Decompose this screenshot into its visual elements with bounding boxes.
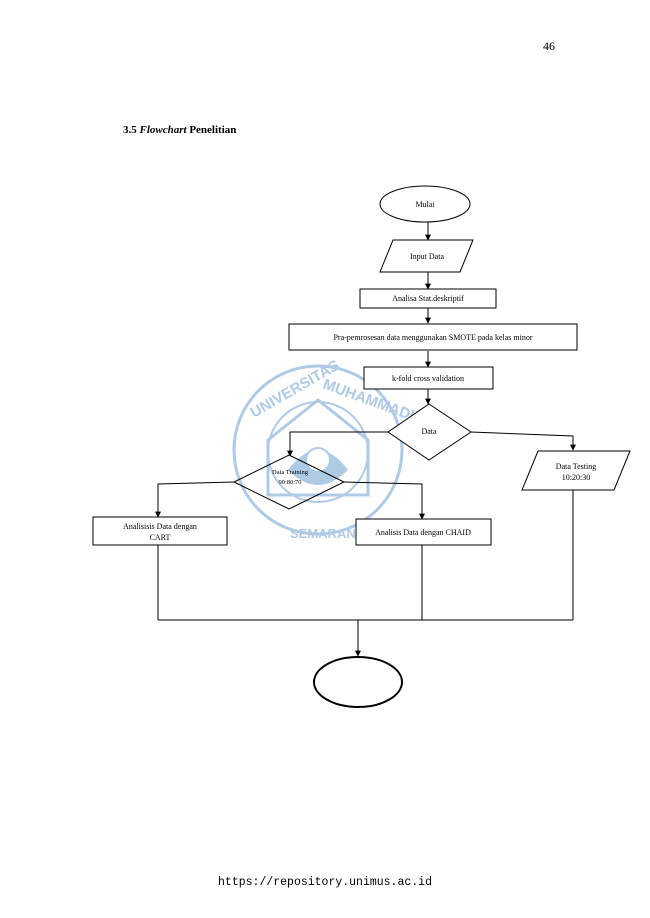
data-testing-parallelogram: Data Testing 10:20:30 [521, 450, 631, 491]
end-terminator [313, 656, 403, 708]
preprocess-box: Pra-pemrosesan data menggunakan SMOTE pa… [288, 323, 578, 351]
section-title-italic: Flowchart [139, 124, 187, 136]
data-decision-diamond: Data [387, 403, 472, 461]
section-number: 3.5 [123, 124, 137, 136]
kfold-box: k-fold cross validation [363, 366, 494, 390]
preprocess-label: Pra-pemrosesan data menggunakan SMOTE pa… [333, 333, 532, 342]
repository-url: https://repository.unimus.ac.id [218, 876, 432, 889]
chaid-analysis-box: Analisis Data dengan CHAID [355, 518, 492, 546]
data-training-diamond: Data Training 90:80:70 [232, 454, 346, 510]
kfold-label: k-fold cross validation [392, 374, 464, 383]
descriptive-label: Analisa Stat.deskriptif [392, 294, 464, 303]
data-decision-label: Data [421, 427, 437, 436]
training-label-line1: Data Training [272, 469, 309, 476]
cart-label-line1: Analisisis Data dengan [123, 522, 197, 531]
svg-text:SEMARANG: SEMARANG [290, 526, 366, 541]
testing-label-line1: Data Testing [556, 462, 596, 471]
chaid-label: Analisis Data dengan CHAID [375, 528, 471, 537]
cart-label-line2: CART [150, 533, 171, 542]
section-title-rest: Penelitian [189, 124, 237, 136]
input-label: Input Data [410, 252, 444, 261]
section-heading: 3.5 Flowchart Penelitian [123, 124, 236, 136]
start-label: Mulai [415, 200, 435, 209]
page-number: 46 [543, 39, 555, 53]
testing-label-line2: 10:20:30 [562, 473, 590, 482]
training-label-line2: 90:80:70 [278, 479, 301, 486]
flow-connectors [155, 221, 576, 657]
start-terminator: Mulai [379, 185, 471, 223]
descriptive-analysis-box: Analisa Stat.deskriptif [359, 288, 497, 309]
cart-analysis-box: Analisisis Data dengan CART [92, 516, 228, 546]
input-data-parallelogram: Input Data [379, 239, 474, 273]
